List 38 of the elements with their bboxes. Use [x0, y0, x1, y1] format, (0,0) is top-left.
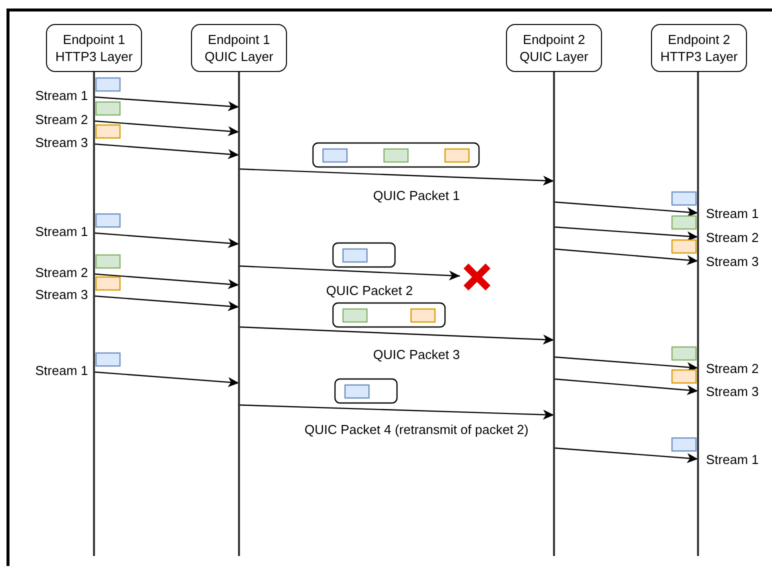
arrow — [94, 371, 240, 388]
arrow — [554, 248, 698, 266]
edge-label: Stream 2 — [706, 361, 759, 376]
arrow — [238, 265, 460, 280]
participant-box: Endpoint 2 HTTP3 Layer — [651, 24, 747, 72]
arrow — [94, 273, 240, 290]
edge-label: Stream 3 — [35, 135, 88, 150]
edge-label: QUIC Packet 1 — [373, 188, 460, 203]
edge-label: Stream 2 — [35, 265, 88, 280]
participant-box: Endpoint 1 QUIC Layer — [191, 24, 287, 72]
lost-packet-cross-icon — [462, 262, 492, 292]
participant-box: Endpoint 2 QUIC Layer — [506, 24, 602, 72]
arrow — [94, 96, 240, 112]
arrow — [554, 201, 698, 218]
edge-label: Stream 1 — [35, 363, 88, 378]
arrow — [554, 378, 698, 396]
edge-label: Stream 1 — [35, 88, 88, 103]
edge-label: Stream 2 — [706, 230, 759, 245]
arrow — [94, 120, 240, 136]
arrow — [238, 404, 554, 420]
arrow — [238, 168, 554, 186]
edge-label: Stream 3 — [706, 254, 759, 269]
arrow — [94, 143, 240, 160]
arrow — [94, 295, 240, 312]
edge-label: Stream 2 — [35, 112, 88, 127]
edge-label: Stream 1 — [35, 224, 88, 239]
participant-box: Endpoint 1 HTTP3 Layer — [46, 24, 142, 72]
arrow — [238, 326, 554, 345]
edge-label: Stream 3 — [35, 287, 88, 302]
edge-label: QUIC Packet 4 (retransmit of packet 2) — [304, 422, 528, 437]
edge-label: Stream 3 — [706, 384, 759, 399]
edge-label: QUIC Packet 3 — [373, 347, 460, 362]
edge-label: Stream 1 — [706, 206, 759, 221]
arrow — [94, 232, 240, 248]
arrow — [554, 226, 698, 242]
edge-label: Stream 1 — [706, 452, 759, 467]
arrow — [554, 447, 698, 464]
edge-label: QUIC Packet 2 — [326, 283, 413, 298]
